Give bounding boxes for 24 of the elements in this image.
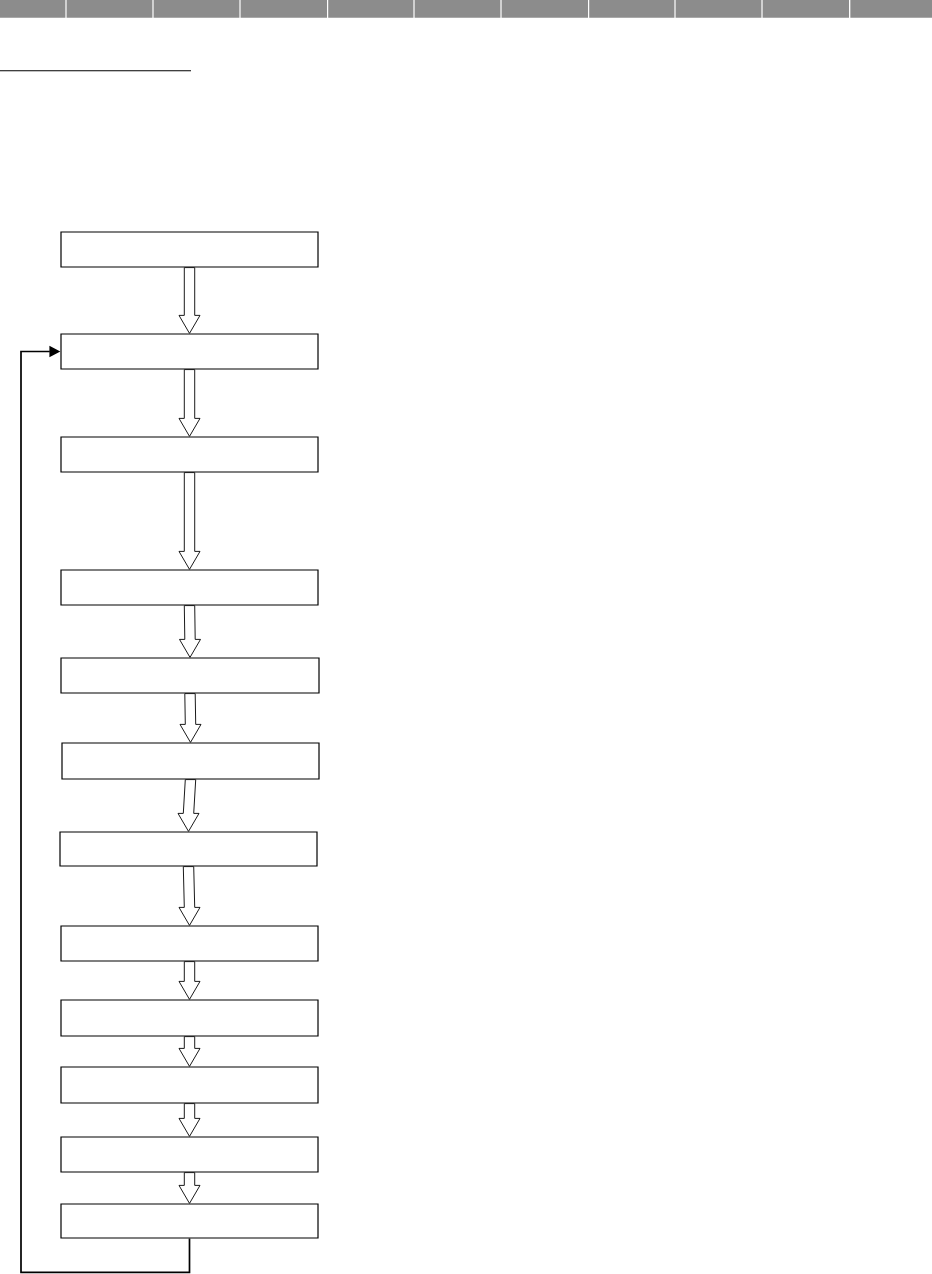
block-arrow xyxy=(177,779,200,832)
process-box xyxy=(60,999,319,1037)
process-box xyxy=(61,742,320,780)
process-box xyxy=(60,657,320,694)
process-box xyxy=(60,333,319,370)
block-arrow xyxy=(179,693,202,743)
process-box xyxy=(60,1203,319,1239)
loop-arrow xyxy=(20,345,191,1274)
process-box xyxy=(59,831,318,867)
block-arrow xyxy=(178,866,201,926)
block-arrow xyxy=(178,472,201,570)
process-box xyxy=(60,231,319,268)
block-arrow xyxy=(178,369,201,437)
block-arrow xyxy=(179,605,201,658)
process-box xyxy=(60,1066,319,1104)
process-box xyxy=(60,436,319,473)
block-arrow xyxy=(178,267,201,334)
process-box xyxy=(60,925,319,962)
block-arrow xyxy=(178,961,201,1000)
process-box xyxy=(60,569,319,606)
block-arrow xyxy=(178,1036,201,1067)
block-arrow xyxy=(178,1103,201,1137)
block-arrow xyxy=(178,1172,201,1204)
process-box xyxy=(60,1136,319,1173)
